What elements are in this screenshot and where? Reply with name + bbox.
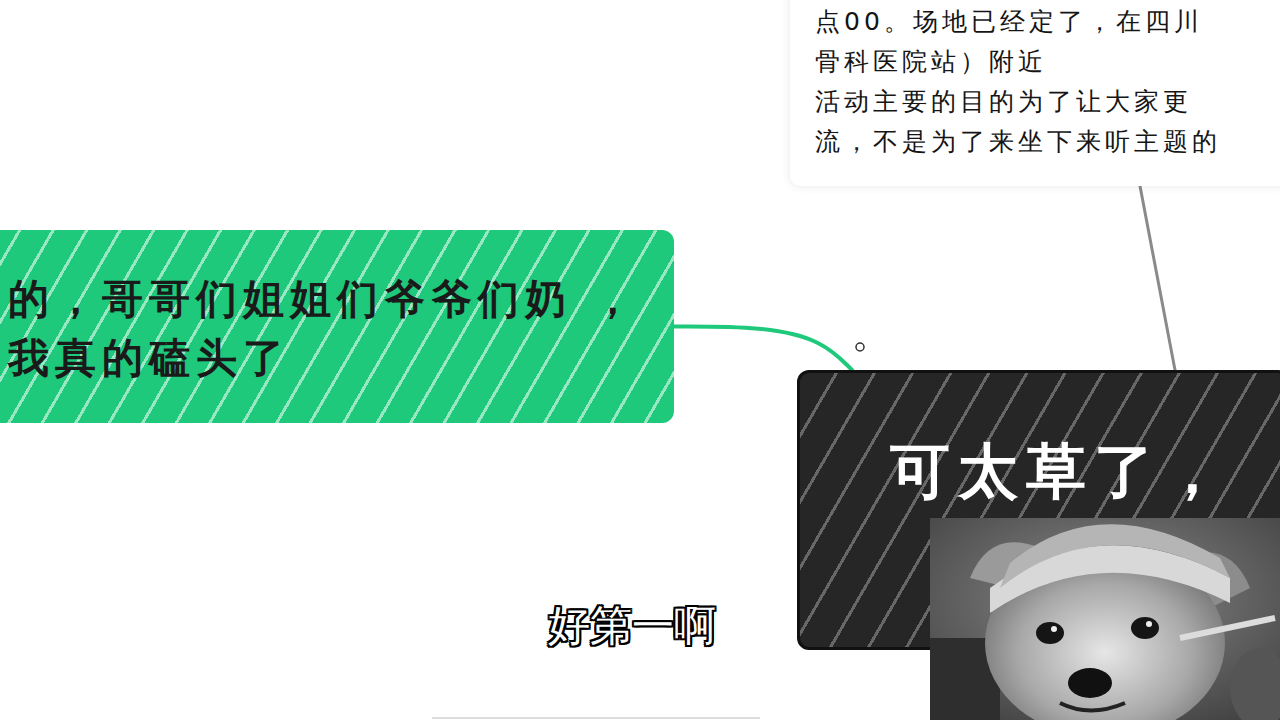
connector — [674, 327, 852, 371]
node-text: 的，哥哥们姐姐们爷爷们奶 ，我真的磕头了 — [8, 270, 648, 389]
node-text: 点00。场地已经定了，在四川 骨科医院站）附近 活动主要的目的为了让大家更 流，… — [815, 2, 1255, 162]
avatar-photo — [930, 518, 1280, 720]
node-text: 可太草了， — [890, 435, 1230, 507]
subtitle-text: 好第一啊 — [548, 598, 716, 654]
scroll-line — [432, 717, 760, 719]
connector — [1140, 186, 1175, 370]
cursor-dot — [856, 343, 864, 351]
note-box: 点00。场地已经定了，在四川 骨科医院站）附近 活动主要的目的为了让大家更 流，… — [790, 0, 1280, 186]
topic-box: 的，哥哥们姐姐们爷爷们奶 ，我真的磕头了 — [0, 230, 674, 423]
